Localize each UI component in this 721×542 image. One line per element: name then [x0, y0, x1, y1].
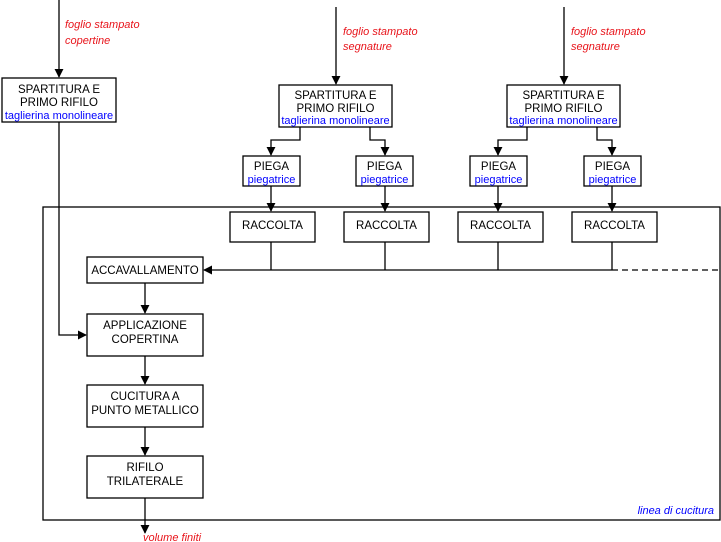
spartitura-2-line1: SPARTITURA E [294, 90, 376, 102]
raccolta-box-4 [571, 211, 658, 243]
piega-box-2 [355, 155, 414, 187]
piega-1-label: PIEGA [254, 161, 289, 173]
piega-1-machine: piegatrice [248, 174, 296, 186]
fork-arrow-2 [369, 127, 390, 156]
fork-arrow-3 [493, 127, 528, 156]
spartitura-3-line1: SPARTITURA E [522, 90, 604, 102]
piega-2-label: PIEGA [367, 161, 402, 173]
raccolta-4-label: RACCOLTA [584, 220, 645, 232]
rifilo-line1: RIFILO [126, 462, 163, 474]
cucitura-box [86, 384, 204, 428]
piega-3-label: PIEGA [481, 161, 516, 173]
spartitura-cover-line2: PRIMO RIFILO [20, 97, 98, 109]
signature-input-note-2b: segnature [571, 41, 620, 53]
cover-route-arrow [58, 122, 87, 340]
raccolta-3-label: RACCOLTA [470, 220, 531, 232]
raccolta-1-label: RACCOLTA [242, 220, 303, 232]
spartitura-3-machine: taglierina monolineare [509, 115, 617, 127]
cover-input-note-2: copertine [65, 35, 110, 47]
raccolta-box-2 [343, 211, 430, 243]
applicazione-copertina-box [86, 313, 204, 357]
spartitura-cover-box [1, 77, 117, 123]
raccolta-box-1 [229, 211, 316, 243]
applicazione-line2: COPERTINA [112, 334, 179, 346]
rifilo-box [86, 455, 204, 499]
cucitura-line1: CUCITURA A [110, 391, 179, 403]
accavallamento-label: ACCAVALLAMENTO [91, 265, 198, 277]
piega-3-machine: piegatrice [475, 174, 523, 186]
fork-arrow-4 [596, 127, 617, 156]
spartitura-2-machine: taglierina monolineare [281, 115, 389, 127]
sewing-line-label: linea di cucitura [638, 505, 714, 517]
piega-box-4 [583, 155, 642, 187]
signature-input-note-2a: foglio stampato [571, 26, 646, 38]
cucitura-line2: PUNTO METALLICO [91, 405, 199, 417]
rifilo-line2: TRILATERALE [107, 476, 184, 488]
spartitura-cover-machine: taglierina monolineare [5, 110, 113, 122]
spartitura-box-3 [506, 84, 621, 128]
piega-2-machine: piegatrice [361, 174, 409, 186]
output-note: volume finiti [143, 532, 202, 542]
raccolta-2-label: RACCOLTA [356, 220, 417, 232]
signature-input-note-1b: segnature [343, 41, 392, 53]
accavallamento-box [86, 256, 204, 284]
spartitura-3-line2: PRIMO RIFILO [525, 103, 603, 115]
piega-4-label: PIEGA [595, 161, 630, 173]
spartitura-cover-line1: SPARTITURA E [18, 84, 100, 96]
cover-input-note-1: foglio stampato [65, 19, 140, 31]
raccolta-box-3 [457, 211, 544, 243]
signature-input-note-1a: foglio stampato [343, 26, 418, 38]
piega-4-machine: piegatrice [589, 174, 637, 186]
fork-arrow-1 [266, 127, 301, 156]
spartitura-2-line2: PRIMO RIFILO [297, 103, 375, 115]
applicazione-line1: APPLICAZIONE [103, 320, 187, 332]
spartitura-box-2 [278, 84, 393, 128]
